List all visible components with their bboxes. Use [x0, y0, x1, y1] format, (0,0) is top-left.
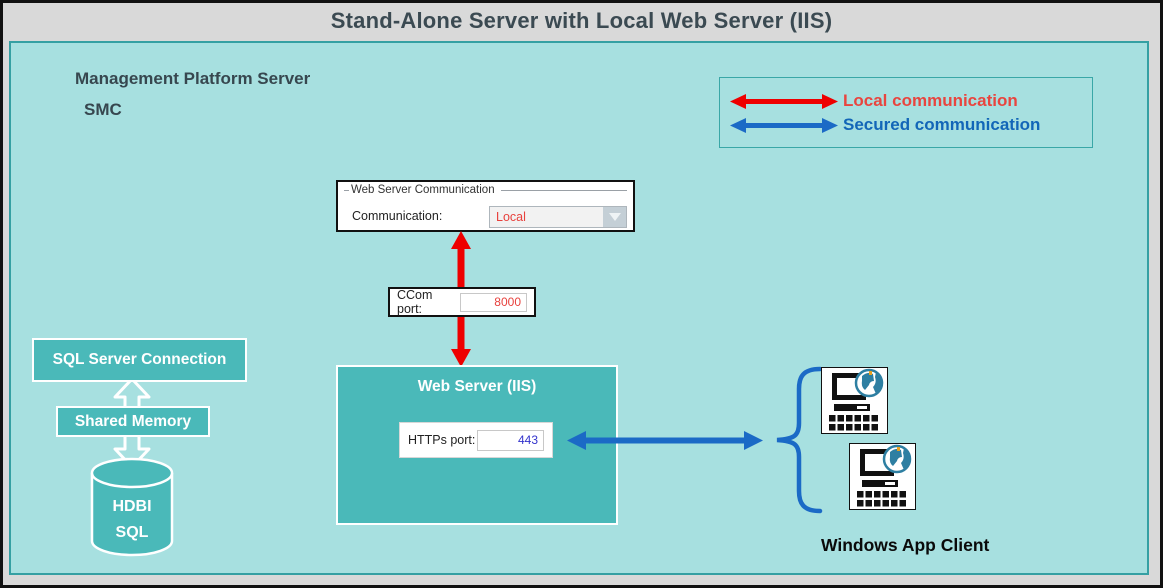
chevron-down-icon [609, 213, 621, 221]
ccom-port-box: CCom port: [388, 287, 536, 317]
windows-client-computer-icon [821, 367, 888, 434]
page-title: Stand-Alone Server with Local Web Server… [3, 8, 1160, 34]
client-group-brace [765, 363, 823, 517]
computer-with-globe-icon [822, 368, 886, 432]
groupbox-title: Web Server Communication [349, 184, 497, 196]
windows-client-computer-icon [849, 443, 916, 510]
database-label-line2: SQL [89, 524, 175, 542]
legend-local-label: Local communication [843, 91, 1018, 111]
secured-communication-arrow [565, 429, 765, 452]
legend-secured-label: Secured communication [843, 115, 1040, 135]
dropdown-button[interactable] [603, 207, 626, 227]
https-port-box: HTTPs port: [399, 422, 553, 458]
groupbox-header: Web Server Communication [344, 184, 627, 196]
database-label-line1: HDBI [89, 498, 175, 516]
communication-field-label: Communication: [352, 209, 442, 223]
management-server-subtitle: SMC [84, 100, 122, 120]
legend-box [719, 77, 1093, 148]
computer-with-globe-icon [850, 444, 914, 508]
ccom-port-label: CCom port: [397, 288, 460, 316]
legend-local-arrow-icon [729, 93, 839, 110]
shared-memory-label: Shared Memory [75, 413, 191, 431]
windows-app-client-label: Windows App Client [821, 535, 989, 556]
management-server-title: Management Platform Server [75, 69, 310, 89]
ccom-port-input[interactable] [460, 293, 527, 312]
https-port-input[interactable] [477, 430, 544, 451]
sql-server-connection-box: SQL Server Connection [32, 338, 247, 382]
web-server-communication-panel: Web Server Communication Communication: … [336, 180, 635, 232]
shared-memory-box: Shared Memory [56, 406, 210, 437]
sql-server-connection-label: SQL Server Connection [53, 351, 227, 369]
communication-selected-value: Local [490, 210, 603, 224]
web-server-iis-title: Web Server (IIS) [338, 378, 616, 396]
legend-secured-arrow-icon [729, 117, 839, 134]
communication-select[interactable]: Local [489, 206, 627, 228]
https-port-label: HTTPs port: [408, 433, 475, 447]
